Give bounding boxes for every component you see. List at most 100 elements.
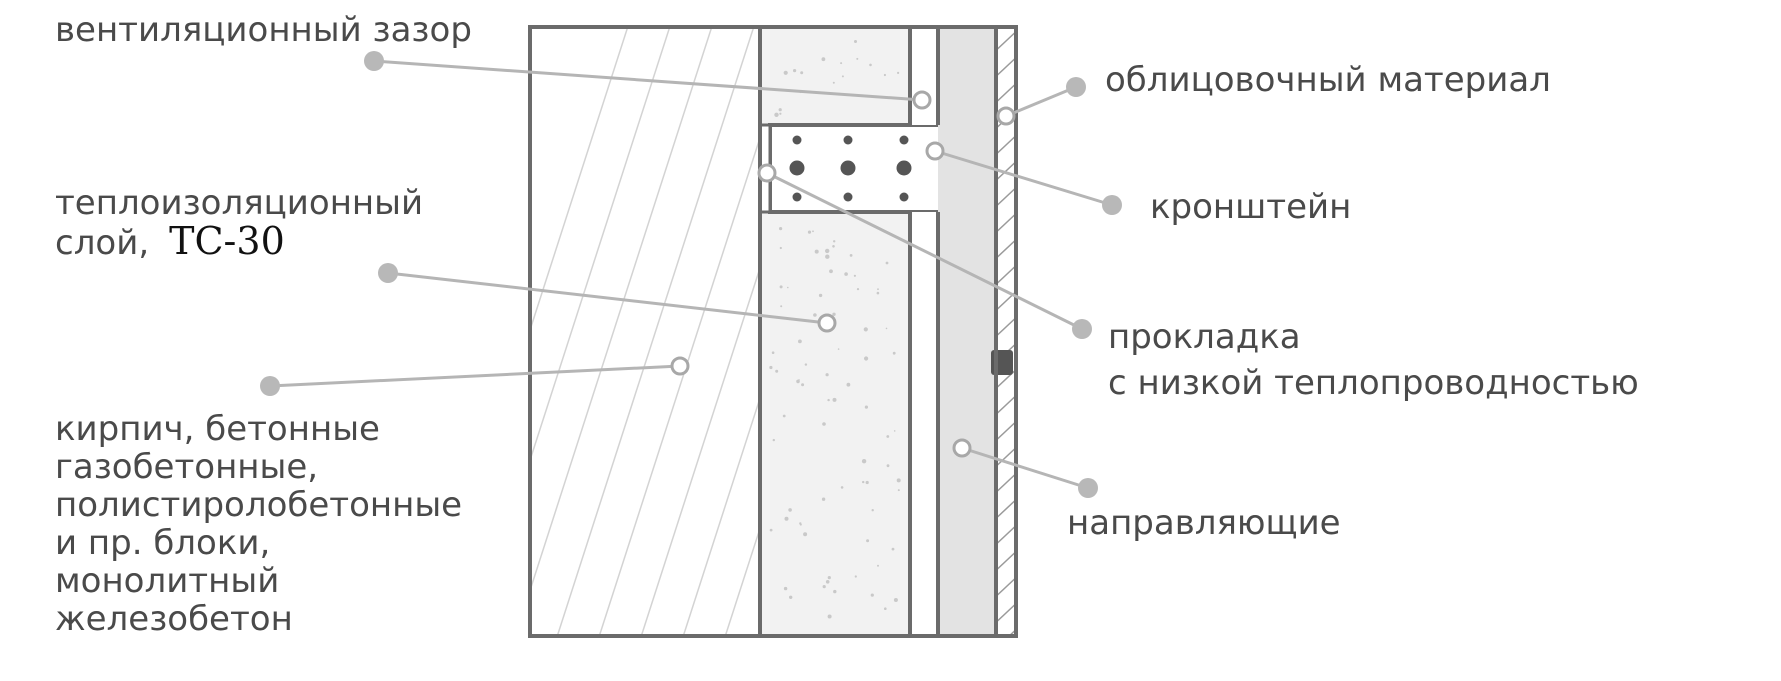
label-insulation-line-1: теплоизоляционный [55,183,424,223]
insulation-speckle [877,288,879,291]
insulation-speckle [798,379,800,381]
cladding-hatch-line [996,550,1016,572]
cladding-hatch-line [996,602,1016,624]
insulation-speckle [803,532,808,537]
leader-dots [260,51,1122,498]
insulation-speckle [821,497,826,501]
leader-bracket [934,149,1113,207]
cladding-hatch-line [996,368,1016,390]
cladding-hatch-line [990,650,1022,680]
cladding-hatch-line [996,472,1016,494]
insulation-speckle [783,70,788,75]
label-cladding: облицовочный материал [1105,60,1551,100]
masonry-wall [530,27,760,636]
label-wall-line-6: железобетон [55,599,293,639]
label-wall-line-3: полистиролобетонные [55,485,463,525]
insulation-speckle [822,585,826,589]
insulation-speckle [804,363,808,366]
ring-bracket [925,141,945,161]
section-outlines [528,25,1018,638]
vent-gap [910,27,938,125]
insulation-speckle [832,245,835,248]
insulation-speckle [775,369,779,373]
insulation-speckle [832,397,837,402]
insulation-speckle [827,576,831,580]
insulation-speckle [886,464,890,468]
cladding-hatch-line [996,134,1016,156]
insulation-speckle [780,305,783,308]
ring-cladding [996,106,1016,126]
wall-hatch-line [682,395,760,636]
insulation-speckle [853,274,857,277]
bracket-hole-large [840,160,856,176]
insulation-speckle [778,108,782,112]
cladding-hatch-line [996,212,1016,234]
insulation-speckle [885,327,888,330]
ring-insulation [817,313,837,333]
insulation-speckle [897,489,900,492]
insulation-speckle [877,564,879,567]
guide-profile [938,27,996,636]
dot-guides [1078,478,1098,498]
insulation-speckle [886,435,890,438]
leader-guides [961,446,1089,490]
wall-hatch-line [724,525,760,636]
label-insulation: теплоизоляционный слой,ТС-30 [55,184,423,262]
insulation-speckle [837,348,840,350]
insulation-speckle [779,285,783,289]
label-gasket-line-1: прокладка [1108,317,1301,357]
insulation-speckle [854,575,857,578]
insulation-speckle [822,422,826,426]
cladding-hatch-line [996,290,1016,312]
leader-cladding [1005,85,1077,118]
insulation-speckle [825,373,829,377]
label-insulation-line-2-text: слой, [55,223,150,263]
vent-gap-lower [910,212,938,636]
insulation-speckle [864,405,869,409]
label-wall-line-5: монолитный [55,561,280,601]
insulation-speckle [800,71,804,75]
wall-hatch-line [530,27,671,463]
insulation-speckle [866,539,870,543]
cladding-hatch-line [996,82,1016,104]
insulation-speckle [891,547,895,551]
insulation-speckle [856,57,859,60]
leader-vent-gap [373,59,923,102]
dot-gasket [1072,319,1092,339]
insulation-speckle [812,230,814,233]
insulation-speckle [840,486,844,489]
insulation-speckle [814,249,819,254]
ring-guides [952,438,972,458]
bracket-hole-small [792,135,802,145]
label-guides: направляющие [1067,503,1341,543]
insulation-speckle [840,62,843,65]
insulation-speckle [861,459,867,464]
insulation-speckle [771,351,775,355]
dot-wall [260,376,280,396]
insulation-speckle [897,71,900,74]
cladding-hatch-line [996,420,1016,442]
bracket-hole-small [899,192,909,202]
cladding-hatch-line [996,576,1016,598]
leader-wall [269,364,681,388]
insulation-layer-top [760,27,910,125]
insulation-speckle [793,69,797,73]
wall-hatch-line [556,27,755,636]
cladding-hatch-line [996,394,1016,416]
wall-hatch-line [530,27,629,333]
insulation-speckle [849,254,853,257]
insulation-speckle [893,430,896,432]
insulation-speckle [885,261,889,265]
bracket-hole-small [899,135,909,145]
insulation-speckle [798,339,802,344]
cladding-hatch-line [996,160,1016,182]
wall-hatching [530,27,760,636]
insulation-speckle [813,313,817,317]
insulation-speckle [869,63,872,67]
insulation-speckle [864,356,869,361]
insulation-speckle [893,598,898,602]
insulation-speckle [769,365,773,370]
dot-vent-gap [364,51,384,71]
leader-insulation [387,271,828,325]
